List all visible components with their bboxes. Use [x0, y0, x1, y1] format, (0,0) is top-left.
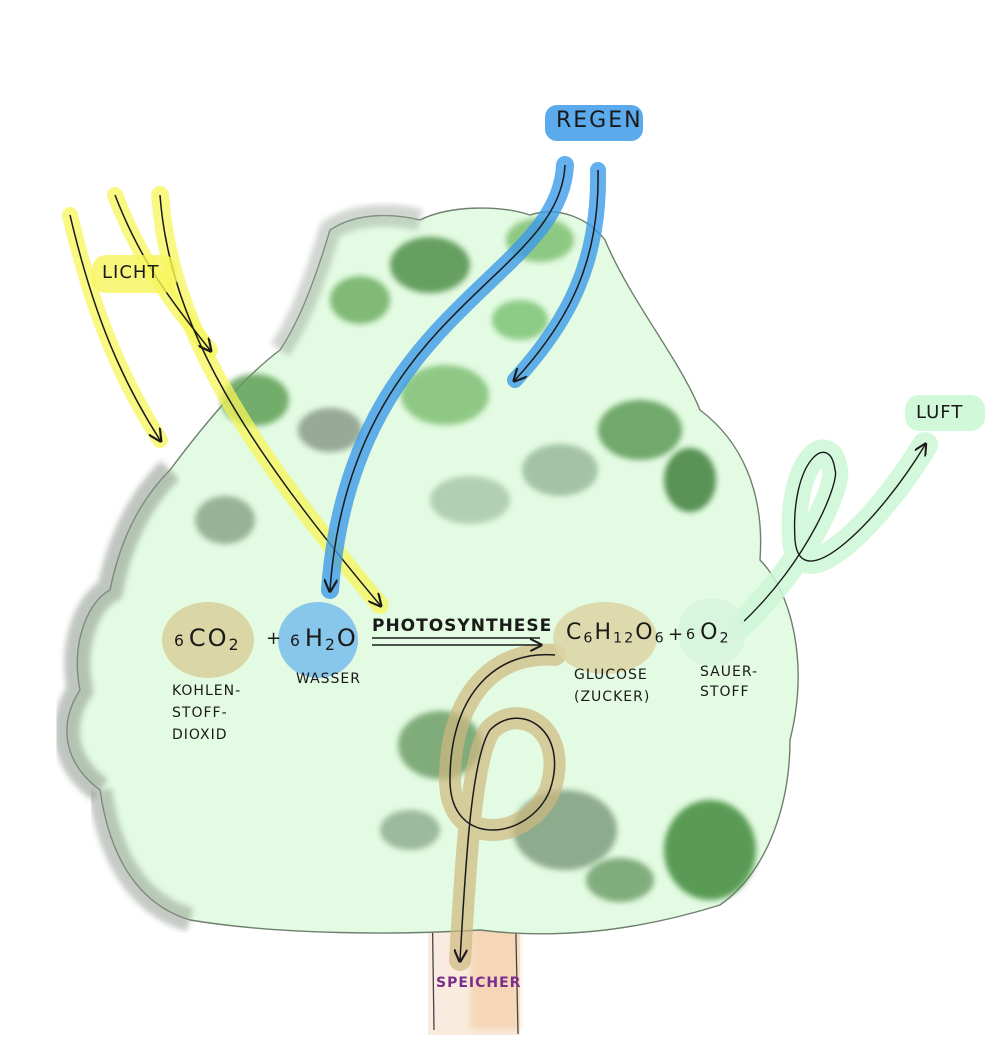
glucose-formula: C6H12O6	[566, 620, 666, 647]
rain-label: REGEN	[556, 108, 643, 133]
process-label: PHOTOSYNTHESE	[372, 616, 553, 636]
rain-arrows	[321, 105, 643, 599]
reaction-arrow	[372, 637, 540, 645]
storage-loop	[438, 643, 566, 971]
co2-blob	[162, 602, 254, 678]
equation-blobs	[162, 598, 746, 678]
glucose-caption: GLUCOSE (ZUCKER)	[574, 667, 651, 705]
plus-sign-1: +	[266, 628, 283, 649]
storage-label: SPEICHER	[436, 975, 522, 991]
co2-caption: KOHLEN- STOFF- DIOXID	[172, 683, 242, 743]
light-label: LICHT	[102, 262, 160, 283]
tree-crown	[53, 204, 799, 935]
glucose-blob	[553, 602, 657, 674]
o2-blob	[678, 598, 746, 666]
o2-caption: SAUER- STOFF	[700, 664, 759, 700]
air-label: LUFT	[916, 402, 964, 423]
air-loop	[727, 395, 985, 638]
h2o-blob	[278, 602, 358, 678]
plus-sign-2: +	[668, 624, 685, 645]
h2o-caption: WASSER	[296, 671, 362, 687]
